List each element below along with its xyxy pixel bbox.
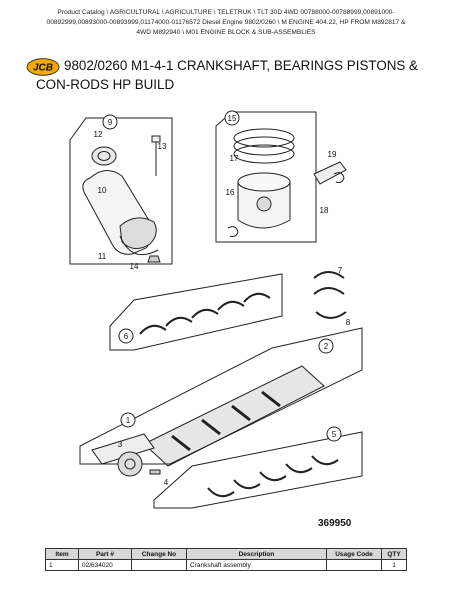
cell-qty: 1 [381, 559, 407, 571]
callout-19: 19 [328, 150, 337, 159]
conrod-group-box [69, 117, 173, 265]
header-description: Description [186, 548, 327, 560]
big-end-bearing [119, 217, 157, 249]
parts-table: Item Part # Change No Description Usage … [45, 548, 407, 571]
piston-ring-top [233, 128, 295, 148]
woodruff-key [149, 469, 161, 475]
main-bearings-lower-box [153, 431, 363, 509]
callout-12: 12 [94, 130, 103, 139]
svg-text:7: 7 [338, 266, 343, 275]
logo-text: JCB [33, 62, 53, 73]
callout-17: 17 [230, 154, 239, 163]
breadcrumb-line-1: Product Catalog \ AGRICULTURAL \ AGRICUL… [57, 9, 395, 16]
svg-text:19: 19 [328, 150, 337, 159]
svg-text:9: 9 [108, 118, 113, 127]
table-row: 1 02/634020 Crankshaft assembly 1 [45, 559, 407, 571]
svg-text:3: 3 [118, 440, 123, 449]
svg-text:8: 8 [346, 318, 351, 327]
callout-4: 4 [164, 478, 169, 487]
svg-text:1: 1 [126, 416, 131, 425]
thrust-washer-upper [313, 271, 345, 279]
header-usage-code: Usage Code [326, 548, 382, 560]
crankshaft-gear [117, 451, 143, 477]
callout-3: 3 [118, 440, 123, 449]
small-end-bush [91, 146, 117, 166]
callout-16: 16 [226, 188, 235, 197]
svg-text:18: 18 [320, 206, 329, 215]
svg-text:11: 11 [98, 252, 107, 261]
jcb-logo: JCB [26, 58, 60, 76]
breadcrumb-line-2: 00892999,00893000-00893999,01174000-0117… [46, 19, 406, 26]
thrust-washer-lower [315, 311, 347, 319]
cell-part: 02/634020 [78, 559, 132, 571]
header-item: Item [45, 548, 79, 560]
svg-text:5: 5 [332, 430, 337, 439]
page-title: 9802/0260 M1-4-1 CRANKSHAFT, BEARINGS PI… [64, 58, 418, 73]
svg-text:2: 2 [324, 342, 329, 351]
svg-text:12: 12 [94, 130, 103, 139]
page-title-continued: CON-RODS HP BUILD [36, 77, 175, 92]
gudgeon-pin [313, 161, 347, 185]
callout-10: 10 [98, 186, 107, 195]
callout-9: 9 [102, 114, 118, 130]
header-part: Part # [78, 548, 132, 560]
crankshaft-group-box [79, 327, 363, 465]
svg-text:16: 16 [226, 188, 235, 197]
circlip [333, 172, 345, 183]
callout-6: 6 [118, 328, 134, 344]
header-qty: QTY [381, 548, 407, 560]
svg-text:17: 17 [230, 154, 239, 163]
breadcrumb: Product Catalog \ AGRICULTURAL \ AGRICUL… [40, 8, 412, 38]
conrod-cap [119, 235, 159, 256]
header-change-no: Change No [131, 548, 187, 560]
callout-18: 18 [320, 206, 329, 215]
callout-11: 11 [98, 252, 107, 261]
svg-text:13: 13 [158, 142, 167, 151]
cell-description: Crankshaft assembly [186, 559, 327, 571]
conrod-bolt [151, 135, 161, 143]
callout-14: 14 [130, 262, 139, 271]
circlip-left [227, 226, 239, 237]
reference-number: 369950 [318, 518, 352, 529]
callout-5: 5 [326, 426, 342, 442]
callout-7: 7 [338, 266, 343, 275]
svg-text:14: 14 [130, 262, 139, 271]
cell-item: 1 [45, 559, 79, 571]
cell-change-no [131, 559, 187, 571]
callout-1: 1 [120, 412, 136, 428]
main-bearings-upper-box [109, 273, 283, 351]
conrod-nut [147, 255, 161, 263]
callout-8: 8 [346, 318, 351, 327]
breadcrumb-line-3: 4WD M892940 \ M01 ENGINE BLOCK & SUB-ASS… [136, 29, 316, 36]
svg-text:15: 15 [228, 114, 237, 123]
callout-15: 15 [224, 110, 240, 126]
svg-text:6: 6 [124, 332, 129, 341]
svg-text:4: 4 [164, 478, 169, 487]
crankshaft [143, 365, 325, 467]
parts-table-header-row: Item Part # Change No Description Usage … [45, 548, 407, 560]
svg-text:10: 10 [98, 186, 107, 195]
callout-2: 2 [318, 338, 334, 354]
cell-usage-code [326, 559, 382, 571]
callout-13: 13 [158, 142, 167, 151]
